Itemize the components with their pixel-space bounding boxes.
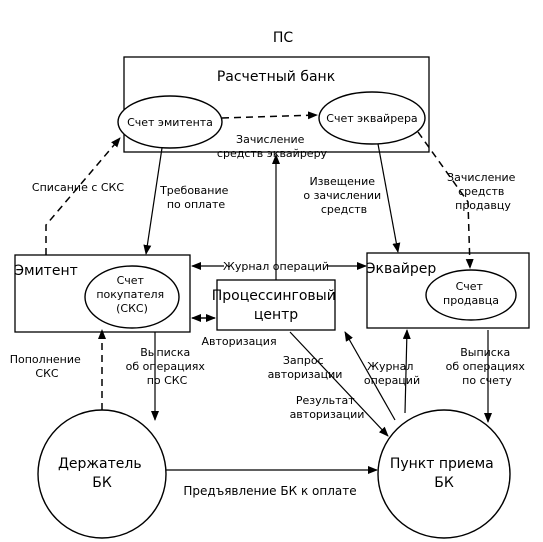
interbank-transfer-arrow [221, 111, 318, 120]
issuer-label: Эмитент [14, 263, 78, 279]
auth-request-arrow [344, 331, 396, 421]
credit-notice-arrow [377, 143, 401, 253]
processing-center-box [216, 279, 336, 331]
buyer-account-label: Счет покупателя (СКС) [96, 274, 167, 315]
buyer-account-node [84, 265, 180, 329]
issuer-account-label: Счет эмитента [127, 116, 213, 129]
statement-account-label: Выписка об операциях по счету [446, 346, 529, 387]
settlement-bank-label: Расчетный банк [217, 69, 335, 85]
auth-result-label: Результат авторизации [290, 394, 365, 421]
operations-log-bottom-arrow [402, 329, 411, 414]
acceptance-point-node [377, 409, 511, 539]
diagram-title: ПС [273, 30, 294, 46]
seller-credit-label: Зачисление средств продавцу [447, 171, 519, 212]
write-off-label: Списание с СКС [32, 181, 124, 194]
acceptance-point-label: Пункт приема БК [390, 456, 498, 491]
seller-account-node [425, 269, 517, 321]
operations-log-bottom-label: Журнал операций [364, 360, 420, 387]
acquirer-credit-label: Зачисление средств эквайреру [217, 133, 328, 160]
credit-notice-label: Извещение о зачислении средств [303, 175, 384, 216]
cardholder-node [37, 409, 167, 539]
acquirer-label: Эквайрер [366, 261, 437, 277]
acquirer-account-label: Счет эквайрера [326, 112, 417, 125]
seller-account-label: Счет продавца [443, 280, 499, 307]
authorization-label: Авторизация [201, 335, 276, 348]
replenish-label: Пополнение СКС [10, 353, 85, 380]
processing-center-label: Процессинговый центр [212, 288, 341, 323]
acquirer-account-node [318, 91, 426, 145]
auth-result-arrow [289, 331, 389, 437]
issuer-account-node [117, 95, 223, 149]
auth-request-label: Запрос авторизации [268, 354, 343, 381]
write-off-arrow [45, 137, 121, 255]
seller-credit-arrow [417, 131, 474, 269]
operations-log-top-label: Журнал операций [223, 260, 329, 273]
payment-request-arrow [143, 147, 163, 255]
cardholder-label: Держатель БК [58, 456, 146, 491]
statement-sks-label: Выписка об операциях по СКС [126, 346, 209, 387]
card-presentation-label: Предъявление БК к оплате [183, 484, 356, 498]
payment-request-label: Требование по оплате [159, 184, 232, 211]
